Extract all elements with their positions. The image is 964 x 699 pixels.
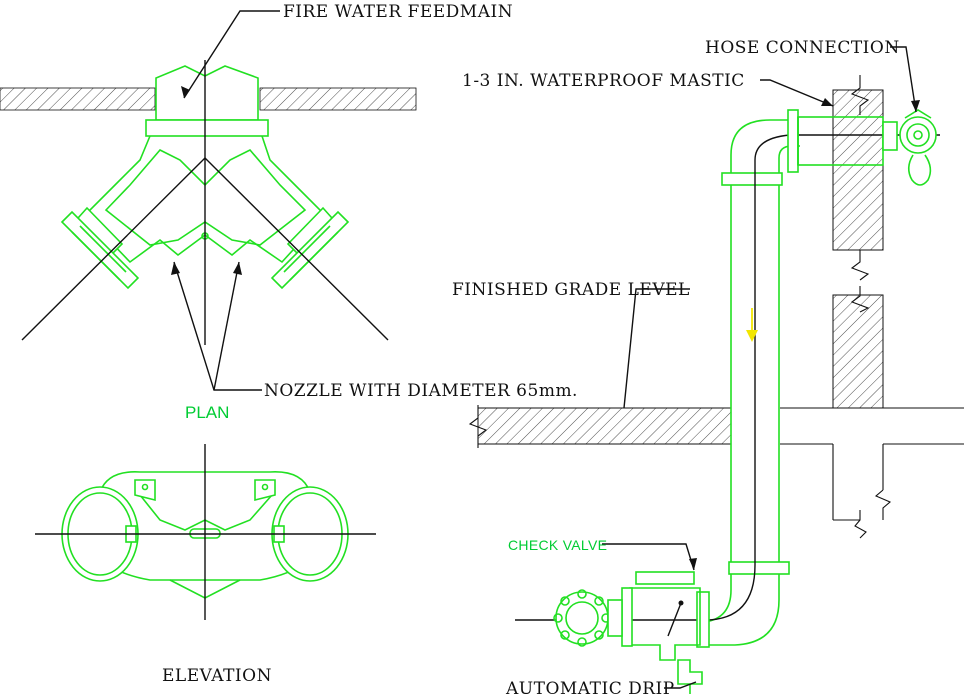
elbow-flange	[696, 591, 710, 648]
grade-slab	[477, 407, 732, 445]
hose-connection-fitting	[882, 109, 937, 186]
footing-break	[874, 489, 892, 520]
wall-break-mid	[850, 250, 870, 281]
label-finished-grade: FINISHED GRADE LEVEL	[452, 280, 690, 300]
label-plan: PLAN	[185, 403, 229, 422]
wall-lower	[832, 294, 884, 409]
left-outlet	[60, 206, 140, 290]
right-outlet	[270, 206, 350, 290]
check-valve-leader	[602, 543, 695, 571]
label-fire-water-feedmain: FIRE WATER FEEDMAIN	[283, 2, 513, 22]
feedmain-leader	[183, 10, 280, 99]
grade-leader	[623, 288, 690, 409]
plan-view	[0, 10, 417, 391]
feedmain-body	[155, 65, 259, 121]
wall-break-top	[850, 75, 870, 115]
elevation-waist	[139, 494, 273, 531]
nozzle-leader-2	[213, 261, 240, 391]
siamese-body-inner	[104, 149, 307, 246]
lower-elbow	[704, 574, 732, 623]
ground-hatch-right	[259, 87, 417, 111]
riser-bottom-flange	[728, 561, 790, 575]
upper-elbow	[730, 119, 790, 173]
elevation-view	[35, 444, 376, 620]
slab-break	[468, 405, 488, 448]
upper-flange	[787, 109, 799, 173]
label-automatic-drip: AUTOMATIC DRIP	[505, 679, 675, 699]
nozzle-arrowhead-2	[233, 262, 242, 275]
ground-hatch-left	[0, 87, 156, 111]
feedmain-arrowhead	[181, 86, 190, 98]
plan-diagonal-left	[21, 157, 206, 341]
flow-arrow-head	[746, 330, 758, 342]
wall-break-mid2	[850, 286, 870, 313]
plan-diagonal-right	[204, 157, 389, 341]
riser-top-flange	[721, 172, 783, 186]
label-check-valve: CHECK VALVE	[508, 537, 607, 553]
hose-connection-leader	[890, 46, 917, 113]
label-hose-connection: HOSE CONNECTION	[705, 38, 900, 58]
section-view	[468, 46, 964, 694]
mastic-leader	[760, 79, 834, 107]
feedmain-flange	[145, 119, 269, 137]
wall-upper	[832, 89, 884, 251]
footing-break-2	[854, 510, 867, 539]
nozzle-arrowhead-1	[171, 262, 180, 275]
label-nozzle: NOZZLE WITH DIAMETER 65mm.	[264, 381, 578, 401]
label-elevation: ELEVATION	[162, 666, 272, 686]
drip-leader	[664, 681, 697, 689]
check-valve	[621, 571, 703, 694]
label-mastic: 1-3 IN. WATERPROOF MASTIC	[462, 71, 745, 91]
inlet-flange	[553, 589, 623, 647]
